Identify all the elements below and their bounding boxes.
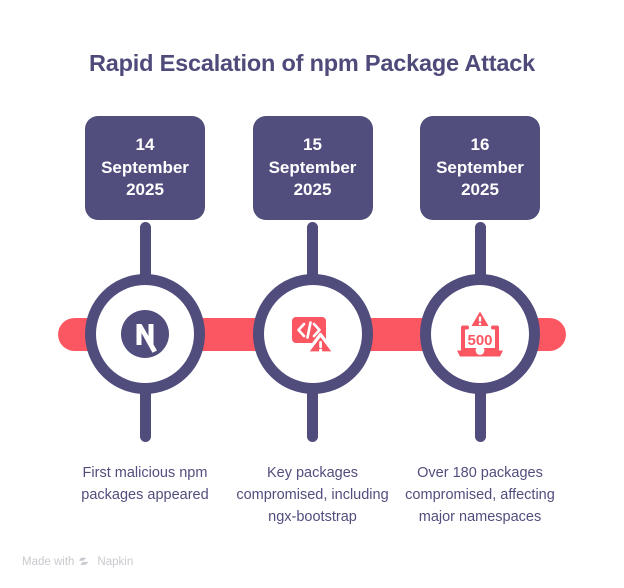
date-card-year-3: 2025	[461, 180, 499, 200]
watermark-made-with-label: Made with	[22, 555, 75, 568]
date-card-month-2: September	[268, 157, 357, 177]
milestone-caption-2: Key packages compromised, including ngx-…	[236, 465, 389, 525]
code-warning-icon	[291, 317, 336, 355]
date-card-month-3: September	[436, 157, 524, 177]
date-card-day-3: 16	[470, 135, 490, 155]
watermark-brand-label: Napkin	[97, 555, 134, 568]
connector-stem-up-1	[139, 222, 151, 284]
napkin-watermark: Made with Napkin	[22, 555, 133, 568]
date-card-1: 14 September 2025	[85, 116, 205, 220]
milestone-caption-3: Over 180 packages compromised, affecting…	[405, 465, 555, 525]
connector-stem-down-1	[139, 384, 151, 442]
connector-stem-down-2	[307, 384, 318, 442]
date-card-3: 16 September 2025	[420, 116, 540, 220]
server-error-500-icon: 500	[457, 311, 503, 357]
connector-stem-up-2	[307, 222, 318, 284]
timeline-marker-3: 500	[420, 274, 540, 394]
npm-logo-icon	[121, 310, 169, 358]
date-card-month-1: September	[101, 157, 189, 177]
napkin-chevrons-icon	[79, 557, 90, 565]
svg-text:500: 500	[467, 332, 492, 349]
page-title: Rapid Escalation of npm Package Attack	[89, 50, 535, 76]
milestone-caption-1: First malicious npm packages appeared	[81, 465, 209, 503]
timeline-marker-2	[252, 274, 373, 394]
date-card-2: 15 September 2025	[252, 116, 373, 220]
date-card-day-1: 14	[135, 135, 155, 155]
connector-stem-down-3	[474, 384, 486, 442]
connector-stem-up-3	[474, 222, 486, 284]
date-card-year-2: 2025	[293, 180, 332, 200]
timeline-marker-1	[85, 274, 205, 394]
date-card-day-2: 15	[303, 135, 322, 155]
date-card-year-1: 2025	[126, 180, 164, 200]
